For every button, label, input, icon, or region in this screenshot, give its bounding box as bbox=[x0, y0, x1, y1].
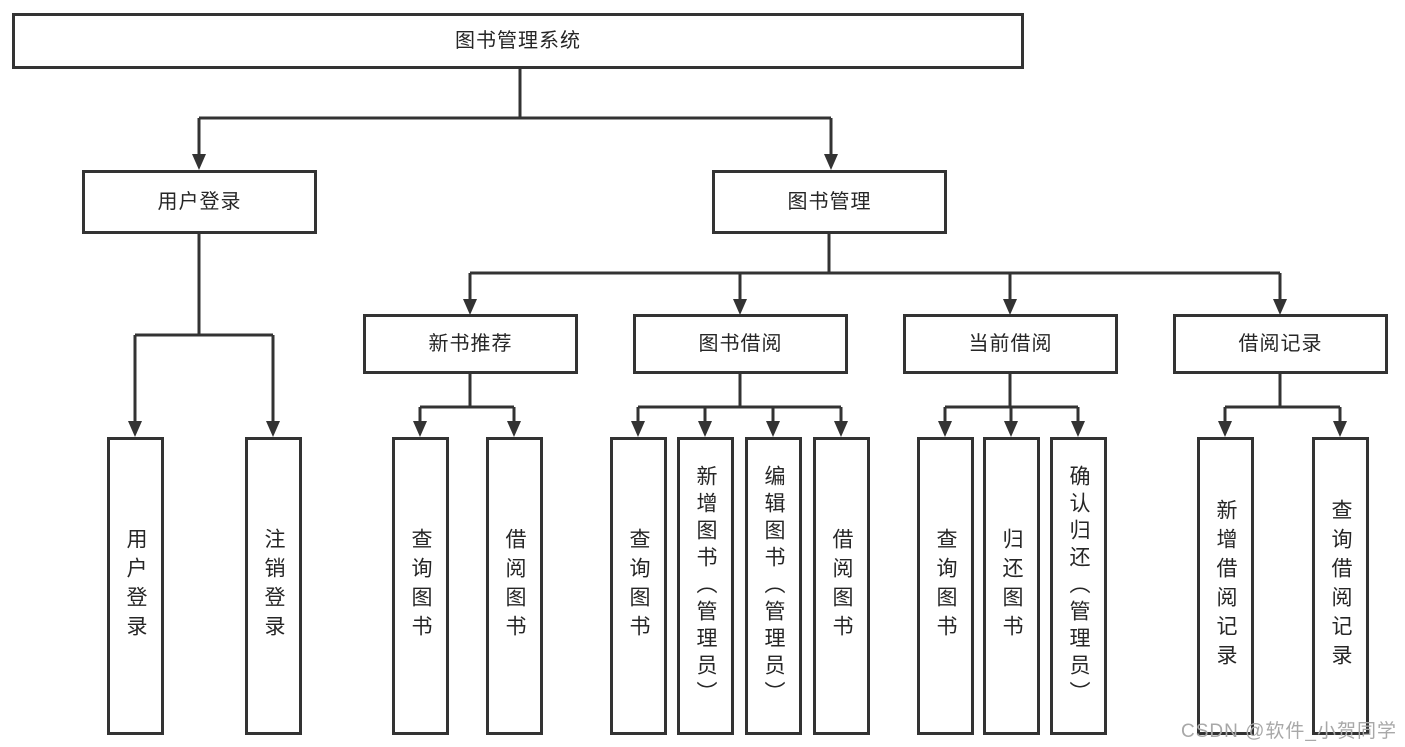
arrow-down-icon bbox=[1071, 421, 1085, 437]
node-current-borrowing: 当前借阅 bbox=[903, 314, 1118, 374]
node-book-borrowing: 图书借阅 bbox=[633, 314, 848, 374]
arrow-down-icon bbox=[824, 154, 838, 170]
arrow-down-icon bbox=[938, 421, 952, 437]
node-edit-books-admin: 编辑图书（管理员） bbox=[745, 437, 802, 735]
arrow-down-icon bbox=[1333, 421, 1347, 437]
node-add-books-admin: 新增图书（管理员） bbox=[677, 437, 734, 735]
arrow-down-icon bbox=[1003, 299, 1017, 315]
arrow-down-icon bbox=[766, 421, 780, 437]
arrow-down-icon bbox=[1218, 421, 1232, 437]
tree-edges bbox=[133, 67, 1342, 423]
arrow-down-icon bbox=[463, 299, 477, 315]
node-add-borrow-record: 新增借阅记录 bbox=[1197, 437, 1254, 735]
node-user-login: 用户登录 bbox=[82, 170, 317, 234]
arrow-down-icon bbox=[1273, 299, 1287, 315]
node-new-book-recommendation: 新书推荐 bbox=[363, 314, 578, 374]
node-confirm-return-admin: 确认归还（管理员） bbox=[1050, 437, 1107, 735]
arrowheads bbox=[128, 154, 1347, 437]
arrow-down-icon bbox=[733, 299, 747, 315]
arrow-down-icon bbox=[507, 421, 521, 437]
node-query-books-borrowing: 查询图书 bbox=[610, 437, 667, 735]
node-query-borrow-record: 查询借阅记录 bbox=[1312, 437, 1369, 735]
arrow-down-icon bbox=[1004, 421, 1018, 437]
node-user-login-action: 用户登录 bbox=[107, 437, 164, 735]
csdn-watermark: CSDN @软件_小贺同学 bbox=[1181, 721, 1397, 742]
arrow-down-icon bbox=[631, 421, 645, 437]
arrow-down-icon bbox=[698, 421, 712, 437]
node-book-management: 图书管理 bbox=[712, 170, 947, 234]
arrow-down-icon bbox=[834, 421, 848, 437]
node-query-books-current: 查询图书 bbox=[917, 437, 974, 735]
arrow-down-icon bbox=[128, 421, 142, 437]
arrow-down-icon bbox=[266, 421, 280, 437]
node-borrow-books-recommend: 借阅图书 bbox=[486, 437, 543, 735]
arrow-down-icon bbox=[192, 154, 206, 170]
node-borrowing-records: 借阅记录 bbox=[1173, 314, 1388, 374]
node-return-books: 归还图书 bbox=[983, 437, 1040, 735]
arrow-down-icon bbox=[413, 421, 427, 437]
node-logout-action: 注销登录 bbox=[245, 437, 302, 735]
node-query-books-recommend: 查询图书 bbox=[392, 437, 449, 735]
node-library-system: 图书管理系统 bbox=[12, 13, 1024, 69]
node-borrow-books-action: 借阅图书 bbox=[813, 437, 870, 735]
